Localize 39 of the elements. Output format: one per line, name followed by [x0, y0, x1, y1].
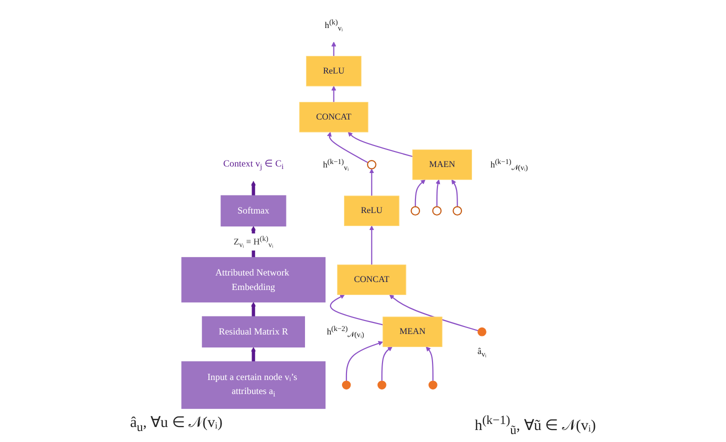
arrow	[452, 179, 458, 207]
node-box: CONCAT	[299, 102, 368, 132]
node-circle	[342, 380, 351, 390]
node-circle	[432, 206, 442, 216]
node-circle	[366, 160, 376, 170]
arrow	[369, 226, 374, 265]
arrow	[251, 346, 256, 362]
arrow	[326, 132, 368, 164]
node-circle	[378, 380, 386, 390]
node-box: Softmax	[220, 195, 286, 226]
node-circle	[478, 327, 486, 336]
arrow	[414, 179, 426, 207]
node-box: MEAN	[382, 316, 442, 348]
node-box: Attributed Network Embedding	[181, 257, 326, 302]
arrow	[389, 294, 478, 332]
arrow	[369, 168, 374, 196]
arrow	[251, 302, 256, 317]
node-box: CONCAT	[337, 264, 406, 295]
node-text: Context v$_{j}$ ∈ C$_{i}$	[223, 158, 284, 172]
node-label: â$_{vᵢ}$	[478, 347, 486, 358]
brace-label: h$^{(k−1)}$$_{ũ}$, ∀ũ ∈ 𝒩(vᵢ)	[474, 413, 596, 438]
node-circle	[428, 380, 438, 390]
node-box: Residual Matrix R	[202, 316, 305, 348]
arrow	[331, 86, 336, 102]
arrow	[348, 132, 413, 158]
node-box: Input a certain node vᵢ’s attributes a$_{i}$	[181, 361, 326, 409]
brace-label: â$_{u}$, ∀u ∈ 𝒩(vᵢ)	[130, 414, 222, 436]
arrow	[331, 42, 336, 56]
node-box: ReLU	[344, 196, 400, 226]
arrow	[251, 180, 256, 196]
node-box: MAEN	[412, 149, 472, 180]
arrow	[426, 346, 434, 381]
arrow	[330, 294, 384, 326]
node-circle	[410, 206, 420, 216]
arrow	[436, 179, 440, 207]
arrow	[346, 341, 384, 381]
arrow	[381, 346, 392, 381]
node-circle	[452, 206, 462, 216]
node-box: ReLU	[306, 56, 362, 86]
